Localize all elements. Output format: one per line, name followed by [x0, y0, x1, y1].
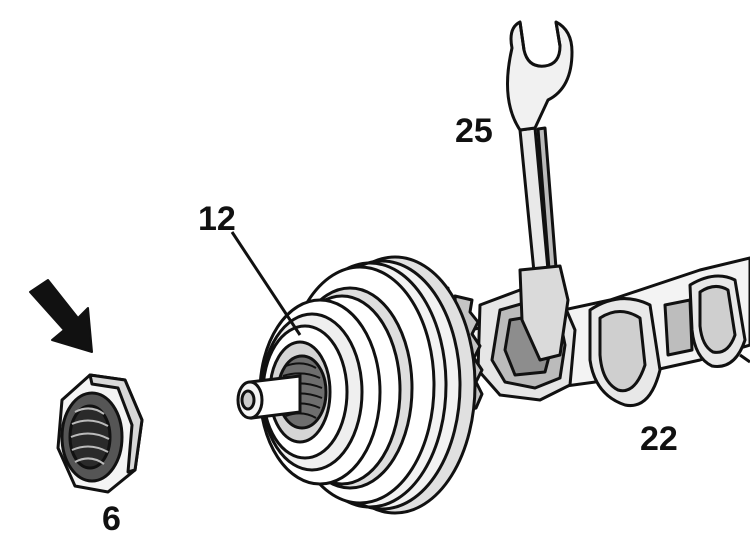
open-end-wrench: [506, 20, 574, 362]
callout-25-wrench: 25: [455, 112, 493, 150]
down-right-arrow-icon: [29, 279, 93, 353]
callout-22-camshaft: 22: [640, 420, 678, 458]
leader-lines: [230, 231, 302, 336]
hex-nut: [56, 373, 144, 494]
leader-line-pulley: [230, 231, 302, 336]
callout-6-nut: 6: [102, 500, 121, 538]
pulley-assembly: [236, 255, 477, 515]
callout-12-pulley: 12: [198, 200, 236, 238]
